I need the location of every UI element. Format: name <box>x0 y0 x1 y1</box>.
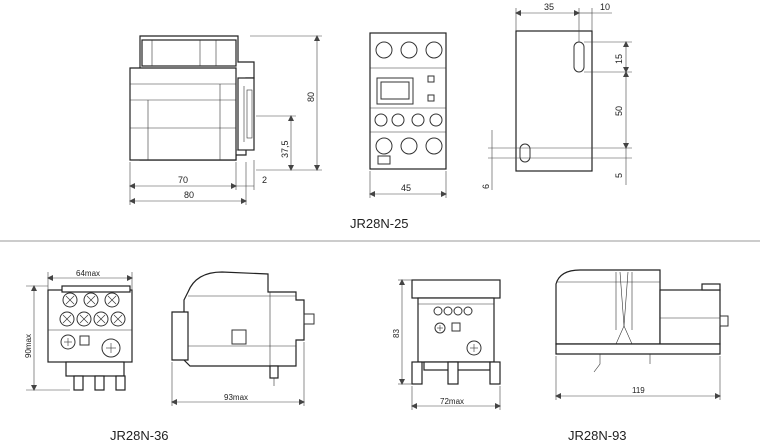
dim-119: 119 <box>632 386 645 395</box>
jr28n-93-side-view: 119 <box>555 269 729 400</box>
dim-45: 45 <box>401 183 411 193</box>
jr28n-25-mounting-view: 35 10 15 50 5 6 <box>481 2 632 190</box>
jr28n-25-front-view: 45 <box>369 32 447 198</box>
dim-5: 5 <box>614 173 624 178</box>
jr28n-25-side-view <box>129 35 255 161</box>
dim-80-width: 80 <box>184 190 194 200</box>
jr28n-25-side-dimensions: 70 80 2 80 37,5 <box>129 35 322 205</box>
dim-15: 15 <box>614 54 624 64</box>
dim-93max: 93max <box>224 393 248 402</box>
dim-50: 50 <box>614 106 624 116</box>
caption-jr28n-25: JR28N-25 <box>350 216 409 231</box>
dim-37-5: 37,5 <box>280 140 290 158</box>
dim-2: 2 <box>262 175 267 185</box>
dim-6: 6 <box>481 184 491 189</box>
caption-jr28n-36: JR28N-36 <box>110 428 169 443</box>
dim-35: 35 <box>544 2 554 12</box>
dim-90max: 90max <box>24 334 33 358</box>
jr28n-36-side-view: 93max <box>171 271 315 406</box>
dim-64max: 64max <box>76 269 100 278</box>
jr28n-93-front-view: 83 72max <box>392 279 501 410</box>
dim-83: 83 <box>392 329 401 338</box>
caption-jr28n-93: JR28N-93 <box>568 428 627 443</box>
dim-70: 70 <box>178 175 188 185</box>
jr28n-36-front-view: 64max 90max <box>24 269 133 391</box>
dim-10: 10 <box>600 2 610 12</box>
dim-80-height: 80 <box>306 92 316 102</box>
dim-72max: 72max <box>440 397 464 406</box>
